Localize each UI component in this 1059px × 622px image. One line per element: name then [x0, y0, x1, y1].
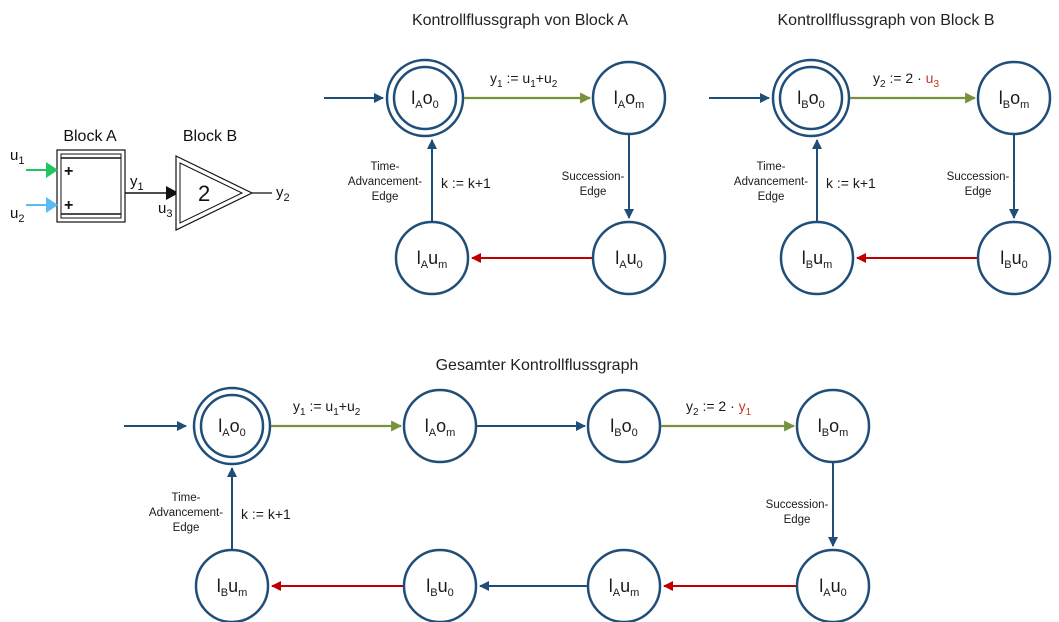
block-a-title: Block A	[63, 128, 117, 145]
graph-b-time-label-2: Advancement-	[734, 176, 808, 188]
graph-total: Gesamter Kontrollflussgraph lAo0 lAom lB…	[124, 357, 871, 622]
graph-total-succession-label-2: Edge	[784, 514, 811, 526]
graph-a-time-label-3: Edge	[372, 191, 399, 203]
graph-block-b: Kontrollflussgraph von Block B lBo0 lBom…	[709, 12, 1052, 296]
svg-text:lBu0: lBu0	[1000, 248, 1027, 271]
svg-text:lAom: lAom	[425, 416, 456, 439]
graph-b-node-lbum: lBum	[779, 220, 855, 296]
sum-sign-1: +	[64, 163, 73, 180]
svg-text:lBo0: lBo0	[797, 88, 824, 111]
graph-total-node-lau0: lAu0	[795, 548, 871, 622]
graph-total-node-lao0: lAo0	[192, 386, 272, 466]
graph-b-assign-label: y2 := 2 · u3	[873, 70, 939, 90]
signal-u1: u1	[10, 147, 24, 167]
graph-total-assign-b-label: y2 := 2 · y1	[686, 398, 752, 418]
graph-a-node-laum: lAum	[394, 220, 470, 296]
graph-total-node-lbum: lBum	[194, 548, 270, 622]
gain-block: 2	[175, 155, 254, 231]
input-u2-arrowhead	[46, 197, 58, 213]
graph-b-node-lbom: lBom	[976, 60, 1052, 136]
signal-u2: u2	[10, 205, 24, 225]
block-b-title: Block B	[183, 128, 237, 145]
signal-y1: y1	[130, 173, 144, 193]
signal-y2: y2	[276, 184, 290, 204]
graph-total-succession-label-1: Succession-	[766, 499, 829, 511]
svg-text:lBu0: lBu0	[426, 576, 453, 599]
graph-a-assign-label: y1 := u1+u2	[490, 70, 558, 90]
svg-text:lBum: lBum	[802, 248, 833, 271]
graph-a-title: Kontrollflussgraph von Block A	[412, 12, 628, 29]
gain-value: 2	[198, 181, 210, 206]
simulink-model: Block A Block B + + u1 u2 y1 u3 2	[10, 128, 290, 231]
graph-b-time-label-1: Time-	[757, 161, 786, 173]
graph-a-succession-label-1: Succession-	[562, 171, 625, 183]
graph-total-time-label-3: Edge	[173, 522, 200, 534]
graph-a-node-lau0: lAu0	[591, 220, 667, 296]
graph-a-time-label-2: Advancement-	[348, 176, 422, 188]
svg-text:lAo0: lAo0	[218, 416, 245, 439]
graph-total-title: Gesamter Kontrollflussgraph	[436, 357, 639, 374]
svg-text:lBom: lBom	[999, 88, 1030, 111]
graph-total-node-laom: lAom	[402, 388, 478, 464]
sum-block-inner	[60, 153, 122, 219]
sum-block: + +	[56, 149, 126, 223]
graph-total-node-lbom: lBom	[795, 388, 871, 464]
svg-text:lAum: lAum	[609, 576, 640, 599]
graph-total-time-label-1: Time-	[172, 492, 201, 504]
graph-b-title: Kontrollflussgraph von Block B	[778, 12, 995, 29]
graph-total-assign-a-label: y1 := u1+u2	[293, 398, 361, 418]
svg-text:lBum: lBum	[217, 576, 248, 599]
graph-b-k-update: k := k+1	[826, 175, 876, 191]
graph-b-node-lbu0: lBu0	[976, 220, 1052, 296]
graph-a-k-update: k := k+1	[441, 175, 491, 191]
graph-a-node-laom: lAom	[591, 60, 667, 136]
gain-block-inner	[179, 162, 244, 224]
graph-a-succession-label-2: Edge	[580, 186, 607, 198]
svg-text:lAu0: lAu0	[615, 248, 642, 271]
svg-text:lAom: lAom	[614, 88, 645, 111]
graph-total-k-update: k := k+1	[241, 506, 291, 522]
graph-a-node-lao0: lAo0	[385, 58, 465, 138]
svg-text:lAo0: lAo0	[411, 88, 438, 111]
graph-total-time-label-2: Advancement-	[149, 507, 223, 519]
graph-b-succession-label-2: Edge	[965, 186, 992, 198]
input-u1-arrowhead	[46, 162, 58, 178]
graph-total-node-lbu0: lBu0	[402, 548, 478, 622]
sum-sign-2: +	[64, 197, 73, 214]
graph-b-node-lbo0: lBo0	[771, 58, 851, 138]
graph-total-node-laum: lAum	[586, 548, 662, 622]
signal-u3: u3	[158, 200, 172, 220]
svg-text:lAum: lAum	[417, 248, 448, 271]
signal-y1-arrowhead	[166, 186, 179, 200]
graph-block-a: Kontrollflussgraph von Block A lAo0 lAom…	[324, 12, 667, 296]
svg-text:lAu0: lAu0	[819, 576, 846, 599]
svg-text:lBo0: lBo0	[610, 416, 637, 439]
graph-a-time-label-1: Time-	[371, 161, 400, 173]
graph-total-node-lbo0: lBo0	[586, 388, 662, 464]
graph-b-time-label-3: Edge	[758, 191, 785, 203]
graph-b-succession-label-1: Succession-	[947, 171, 1010, 183]
svg-text:lBom: lBom	[818, 416, 849, 439]
